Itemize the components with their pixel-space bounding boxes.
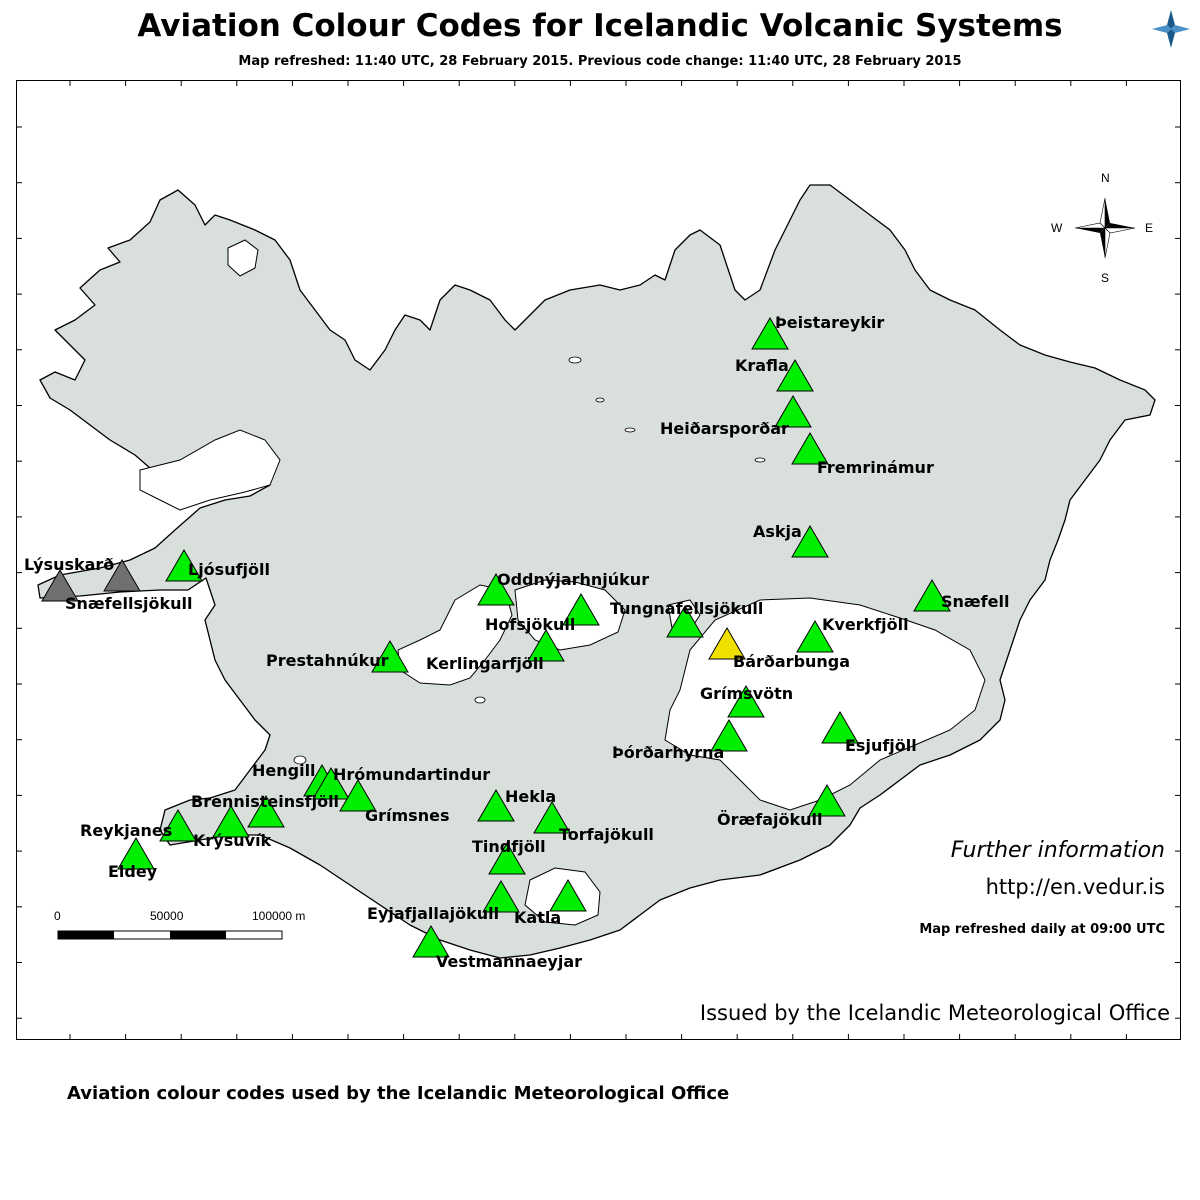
volcano-marker-askja[interactable] <box>791 525 829 558</box>
volcano-label-prestahnukur: Prestahnúkur <box>266 651 389 670</box>
volcano-marker-krafla[interactable] <box>776 359 814 392</box>
volcano-marker-bar-arbunga[interactable] <box>708 627 746 660</box>
volcano-label-grimsnes: Grímsnes <box>365 806 449 825</box>
compass-west-label: W <box>1051 221 1063 235</box>
volcano-label-bar-arbunga: Bárðarbunga <box>733 652 850 671</box>
compass-rose: N S E W <box>1051 171 1153 285</box>
volcano-marker--or-arhyrna[interactable] <box>710 719 748 752</box>
volcano-marker-torfajokull[interactable] <box>533 801 571 834</box>
volcano-label-sn-fellsjokull: Snæfellsjökull <box>65 594 192 613</box>
volcano-marker-kverkfjoll[interactable] <box>796 620 834 653</box>
volcano-label-oddnyjarhnjukur: Oddnýjarhnjúkur <box>497 570 649 589</box>
lakes <box>293 356 766 765</box>
volcano-marker-sn-fellsjokull[interactable] <box>103 559 141 592</box>
volcano-label-kerlingarfjoll: Kerlingarfjöll <box>426 654 544 673</box>
volcano-marker-hromundartindur[interactable] <box>312 767 350 800</box>
volcano-marker-tindfjoll[interactable] <box>488 842 526 875</box>
footer-caption: Aviation colour codes used by the Icelan… <box>67 1083 730 1104</box>
compass-south-label: S <box>1101 271 1109 285</box>
info-url-link[interactable]: http://en.vedur.is <box>985 875 1165 899</box>
compass-north-label: N <box>1101 171 1110 185</box>
volcano-label-hekla: Hekla <box>505 787 556 806</box>
volcano-marker-reykjanes[interactable] <box>159 809 197 842</box>
volcano-label-hei-arspor-ar: Heiðarsporðar <box>660 419 789 438</box>
volcano-label-askja: Askja <box>753 522 802 541</box>
drangajokull-glacier <box>227 239 259 277</box>
volcano-label--eistareykir: Þeistareykir <box>775 313 884 332</box>
volcano-marker-esjufjoll[interactable] <box>821 711 859 744</box>
volcano-label-brennisteinsfjoll: Brennisteinsfjöll <box>191 792 339 811</box>
volcano-marker-krysuvik[interactable] <box>212 805 250 838</box>
further-info-label: Further information <box>950 838 1165 863</box>
volcano-label-lysuskar-: Lýsuskarð <box>24 555 114 574</box>
volcano-label-grimsvotn: Grímsvötn <box>700 684 793 703</box>
volcano-label-reykjanes: Reykjanes <box>80 821 172 840</box>
frame-ticks <box>16 80 1181 1040</box>
volcano-markers: ÞeistareykirKraflaHeiðarsporðarFremrinám… <box>24 313 1009 971</box>
iceland-landmass <box>37 184 1156 959</box>
volcano-marker-sn-fell[interactable] <box>913 579 951 612</box>
volcano-marker-fremrinamur[interactable] <box>791 432 829 465</box>
volcano-label-hofsjokull: Hofsjökull <box>485 615 575 634</box>
volcano-label-krysuvik: Krýsuvík <box>193 831 272 850</box>
volcano-label-tindfjoll: Tindfjöll <box>472 837 546 856</box>
volcano-label-hromundartindur: Hrómundartindur <box>333 765 490 784</box>
volcano-marker-hei-arspor-ar[interactable] <box>774 395 812 428</box>
scale-label-50000: 50000 <box>150 909 184 923</box>
volcano-marker-hofsjokull[interactable] <box>562 593 600 626</box>
volcano-marker-or-fajokull[interactable] <box>808 784 846 817</box>
volcano-label--or-arhyrna: Þórðarhyrna <box>612 743 724 762</box>
map-title: Aviation Colour Codes for Icelandic Volc… <box>137 8 1063 44</box>
volcano-marker-vestmannaeyjar[interactable] <box>412 925 450 958</box>
issued-by-label: Issued by the Icelandic Meteorological O… <box>699 1001 1170 1025</box>
refresh-note: Map refreshed daily at 09:00 UTC <box>919 922 1165 937</box>
volcano-marker-eyjafjallajokull[interactable] <box>482 880 520 913</box>
scale-label-100000: 100000 m <box>252 909 305 923</box>
volcano-label-ljosufjoll: Ljósufjöll <box>188 560 270 579</box>
volcano-label-eyjafjallajokull: Eyjafjallajökull <box>367 904 499 923</box>
volcano-label-or-fajokull: Öræfajökull <box>717 810 823 829</box>
volcano-label-krafla: Krafla <box>735 356 789 375</box>
volcano-marker-brennisteinsfjoll[interactable] <box>247 795 285 828</box>
volcano-label-eldey: Eldey <box>108 862 158 881</box>
volcano-marker-eldey[interactable] <box>117 837 155 870</box>
volcano-marker-kerlingarfjoll[interactable] <box>527 629 565 662</box>
volcano-label-vestmannaeyjar: Vestmannaeyjar <box>436 952 582 971</box>
volcano-marker-prestahnukur[interactable] <box>371 640 409 673</box>
imo-logo-icon <box>1152 10 1190 48</box>
volcano-label-torfajokull: Torfajökull <box>559 825 654 844</box>
volcano-label-tungnafellsjokull: Tungnafellsjökull <box>610 599 763 618</box>
volcano-label-esjufjoll: Esjufjöll <box>845 736 917 755</box>
volcano-label-hengill: Hengill <box>252 761 316 780</box>
compass-east-label: E <box>1145 221 1153 235</box>
volcano-marker-oddnyjarhnjukur[interactable] <box>477 573 515 606</box>
volcano-marker-grimsnes[interactable] <box>339 779 377 812</box>
volcano-marker-lysuskar-[interactable] <box>41 569 79 602</box>
volcano-label-sn-fell: Snæfell <box>941 592 1009 611</box>
volcano-marker-katla[interactable] <box>549 879 587 912</box>
volcano-marker-hekla[interactable] <box>477 789 515 822</box>
scale-label-0: 0 <box>54 909 61 923</box>
volcano-marker-tungnafellsjokull[interactable] <box>666 605 704 638</box>
scale-bar: 0 50000 100000 m <box>54 909 305 940</box>
volcano-marker-ljosufjoll[interactable] <box>165 549 203 582</box>
volcano-marker--eistareykir[interactable] <box>751 317 789 350</box>
map-subtitle: Map refreshed: 11:40 UTC, 28 February 20… <box>238 54 962 69</box>
breidafjordur-bay <box>139 429 281 511</box>
volcano-label-katla: Katla <box>514 908 561 927</box>
volcano-label-kverkfjoll: Kverkfjöll <box>822 615 909 634</box>
vatnajokull-glacier <box>664 597 986 811</box>
volcano-label-fremrinamur: Fremrinámur <box>817 458 934 477</box>
volcano-marker-grimsvotn[interactable] <box>727 685 765 718</box>
